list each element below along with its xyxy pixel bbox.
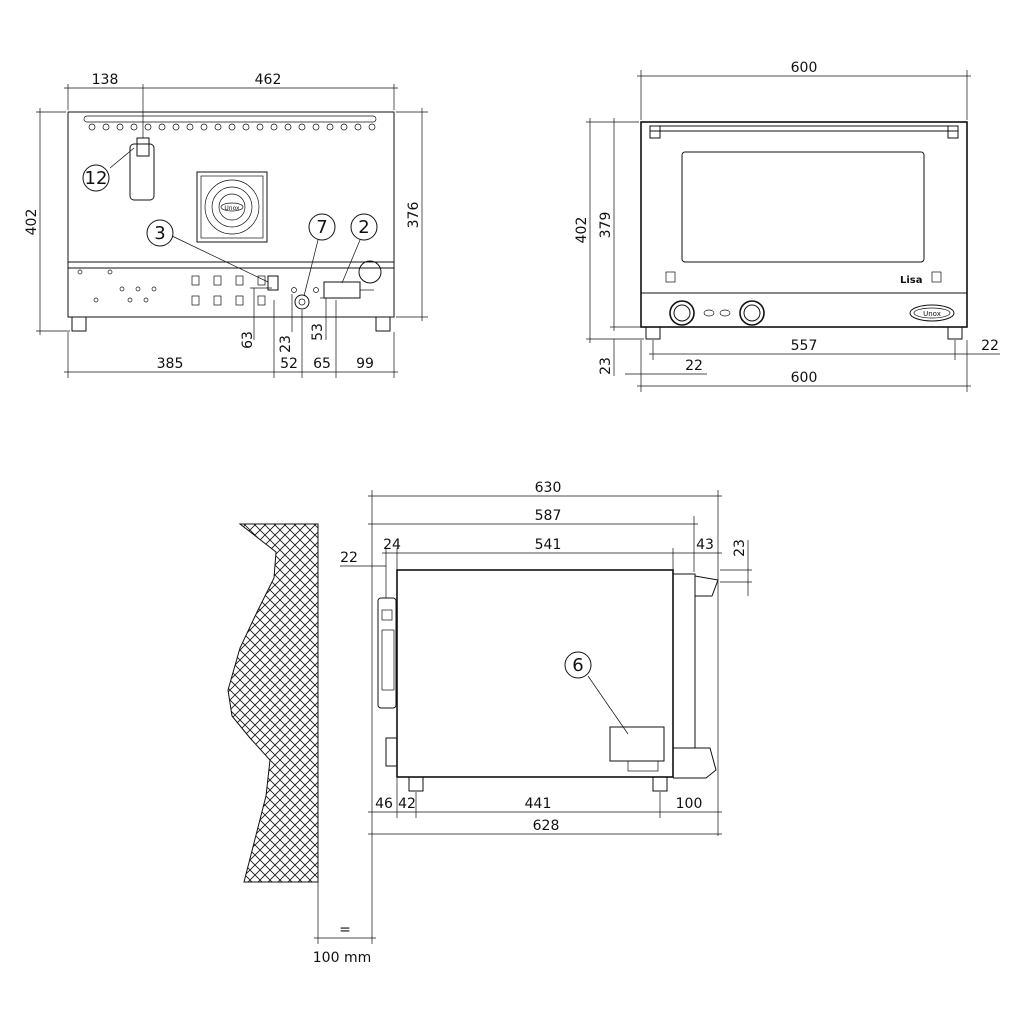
dimension-label: 22 (340, 550, 358, 566)
rating-plate (609, 726, 665, 762)
dimension-label: 2 (358, 217, 369, 238)
power-box-2 (323, 281, 361, 299)
dimension-label: 23 (598, 357, 614, 375)
callout-6: 6 (564, 651, 629, 735)
rear-view: Unox 12 3 (24, 72, 428, 378)
front-body (640, 121, 968, 328)
side-dimensions: 630 587 24 541 43 22 23 46 42 441 100 (313, 480, 752, 966)
dimension-label: 42 (398, 796, 416, 812)
side-view: 6 630 587 24 541 43 22 23 (227, 480, 752, 966)
dimension-label: 6 (572, 655, 583, 676)
side-control-panel (673, 747, 717, 779)
dimension-label: 462 (255, 72, 282, 88)
steam-outlet (129, 143, 155, 201)
side-rear-fitting (385, 737, 398, 767)
dimension-label: 23 (732, 539, 748, 557)
rear-foot-right (375, 316, 391, 332)
dimension-label: 100 (676, 796, 703, 812)
dimension-label: 402 (574, 217, 590, 244)
door-window (681, 151, 925, 263)
callout-2: 2 (341, 213, 378, 284)
indicator-light-1 (703, 309, 715, 317)
dimension-label: 23 (278, 335, 294, 353)
side-foot-rear (408, 776, 424, 792)
door-hinge-left (665, 271, 676, 283)
dimension-label: 376 (406, 202, 422, 229)
model-label: Lisa (900, 275, 923, 286)
dimension-label: 587 (535, 508, 562, 524)
front-dimensions: 600 402 379 23 557 22 22 600 (574, 60, 1000, 392)
dimension-label: 65 (313, 356, 331, 372)
door-hinge-right (931, 271, 942, 283)
dimension-label: 43 (696, 537, 714, 553)
side-handle (694, 575, 719, 597)
callout-7: 7 (303, 213, 336, 297)
dimension-label: 441 (525, 796, 552, 812)
dimension-label: 628 (533, 818, 560, 834)
rear-body (67, 111, 395, 318)
water-inlet-3 (267, 275, 279, 291)
front-view: Lisa Unox 600 402 (574, 60, 1000, 392)
dimension-label: 24 (383, 537, 401, 553)
side-rear-components (377, 597, 397, 709)
dimension-label: 600 (791, 370, 818, 386)
indicator-light-2 (719, 309, 731, 317)
dimension-label: 22 (981, 338, 999, 354)
fan-grille: Unox (196, 171, 268, 243)
wall-distance-label: 100 mm (313, 950, 371, 966)
dimension-label: 3 (154, 223, 165, 244)
dimension-label: = (339, 922, 351, 938)
door-handle (649, 125, 959, 132)
wall-hatch (227, 523, 319, 883)
power-plug (358, 260, 382, 284)
dimension-label: 557 (791, 338, 818, 354)
dimension-label: 46 (375, 796, 393, 812)
dimension-label: 7 (316, 217, 327, 238)
dimension-label: 53 (310, 323, 326, 341)
dimension-label: 600 (791, 60, 818, 76)
front-foot-right (947, 326, 963, 340)
brand-badge: Unox (909, 304, 955, 322)
callout-12: 12 (82, 147, 135, 192)
dimension-label: 52 (280, 356, 298, 372)
side-foot-front (652, 776, 668, 792)
dimension-label: 541 (535, 537, 562, 553)
rear-foot-left (71, 316, 87, 332)
dimension-label: 630 (535, 480, 562, 496)
dimension-label: 63 (240, 331, 256, 349)
dimension-label: 12 (85, 168, 108, 189)
rear-vent-row (83, 115, 377, 131)
control-knob-left (669, 300, 695, 326)
front-foot-left (645, 326, 661, 340)
control-knob-right (739, 300, 765, 326)
dimension-label: 385 (157, 356, 184, 372)
fan-logo: Unox (224, 205, 240, 212)
rear-terminals (77, 269, 266, 306)
dimension-label: 379 (598, 212, 614, 239)
drain-7 (294, 294, 310, 310)
dimension-label: 99 (356, 356, 374, 372)
dimension-label: Unox (923, 310, 941, 318)
rear-dimensions: 138 462 402 376 385 52 65 99 63 (24, 72, 428, 378)
dimension-label: 138 (92, 72, 119, 88)
side-body (396, 569, 674, 778)
dimension-label: 402 (24, 209, 40, 236)
side-door (672, 573, 696, 749)
dimension-label: 22 (685, 358, 703, 374)
callout-3: 3 (146, 219, 269, 283)
